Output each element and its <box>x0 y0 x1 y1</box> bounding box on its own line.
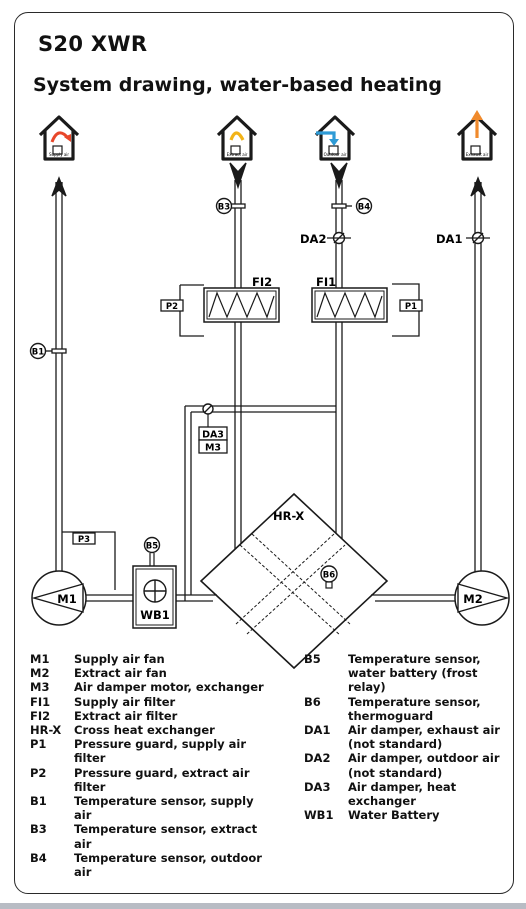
svg-text:DA3: DA3 <box>202 430 224 441</box>
m3-motor: M3 <box>198 439 228 454</box>
svg-text:WB1: WB1 <box>140 608 169 622</box>
extract-house-label: Extract air <box>227 152 248 157</box>
svg-text:DA2: DA2 <box>300 232 326 246</box>
da2-damper: DA2 <box>300 231 351 246</box>
svg-text:P1: P1 <box>405 302 417 312</box>
svg-text:B1: B1 <box>32 348 44 358</box>
page-title: S20 XWR <box>38 32 148 56</box>
supply-duct <box>55 182 63 573</box>
exhaust-house-icon: Exhaust air <box>456 110 498 161</box>
fi2-filter: FI2 <box>203 275 280 323</box>
b1-sensor: B1 <box>29 342 47 360</box>
exhaust-horizontal-duct <box>371 594 455 602</box>
p2-pressure-guard: P2 <box>160 299 184 312</box>
svg-text:B5: B5 <box>146 542 158 552</box>
extract-house-icon: Extract air <box>216 115 258 161</box>
b5-sensor: B5 <box>143 536 161 566</box>
da3-damper: DA3 <box>198 403 228 441</box>
svg-text:FI2: FI2 <box>252 275 272 289</box>
p3-pressure-guard: P3 <box>72 532 96 545</box>
fi1-filter: FI1 <box>311 275 388 323</box>
outdoor-duct <box>335 180 343 570</box>
supply-house-icon: Supply air <box>38 115 80 161</box>
svg-text:FI1: FI1 <box>316 275 336 289</box>
svg-text:M3: M3 <box>205 443 221 454</box>
extract-duct <box>234 180 242 570</box>
b1-mount <box>51 348 67 354</box>
exhaust-duct <box>474 182 482 575</box>
hrx-heat-exchanger: HR-X <box>199 492 389 670</box>
bypass-duct <box>184 405 336 601</box>
svg-text:P3: P3 <box>78 535 90 545</box>
svg-text:B4: B4 <box>358 203 370 213</box>
svg-text:DA1: DA1 <box>436 232 462 246</box>
svg-text:M1: M1 <box>57 592 76 606</box>
p3-line <box>62 531 116 590</box>
exhaust-house-label: Exhaust air <box>466 152 489 157</box>
b6-sensor: B6 <box>320 565 338 589</box>
outdoor-inlet-arrow-icon <box>330 162 348 190</box>
extract-inlet-arrow-icon <box>229 162 247 190</box>
supply-house-label: Supply air <box>49 152 69 157</box>
footer-bar <box>0 903 526 909</box>
b3-mount <box>230 203 246 209</box>
b4-sensor: B4 <box>355 197 373 215</box>
exhaust-arrowhead-icon <box>470 176 486 197</box>
outdoor-house-label: Outdoor air <box>324 152 347 157</box>
supply-horizontal-duct <box>84 594 217 602</box>
outdoor-house-icon: Outdoor air <box>314 115 356 161</box>
page-subtitle: System drawing, water-based heating <box>33 74 442 96</box>
supply-arrowhead-icon <box>51 176 67 197</box>
svg-text:B3: B3 <box>218 203 230 213</box>
svg-text:P2: P2 <box>166 302 178 312</box>
b4-mount <box>331 203 347 209</box>
p1-pressure-guard: P1 <box>399 299 423 312</box>
svg-text:HR-X: HR-X <box>273 509 304 523</box>
da1-damper: DA1 <box>436 231 490 246</box>
b3-sensor: B3 <box>215 197 233 215</box>
m2-extract-fan: M2 <box>454 570 510 626</box>
panel-frame <box>14 12 514 894</box>
wb1-water-battery: WB1 <box>132 565 177 629</box>
svg-text:B6: B6 <box>323 571 335 581</box>
svg-text:M2: M2 <box>463 592 482 606</box>
m1-supply-fan: M1 <box>31 570 87 626</box>
